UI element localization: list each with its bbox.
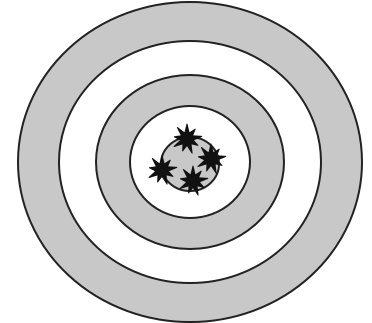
target-rings xyxy=(18,2,362,322)
